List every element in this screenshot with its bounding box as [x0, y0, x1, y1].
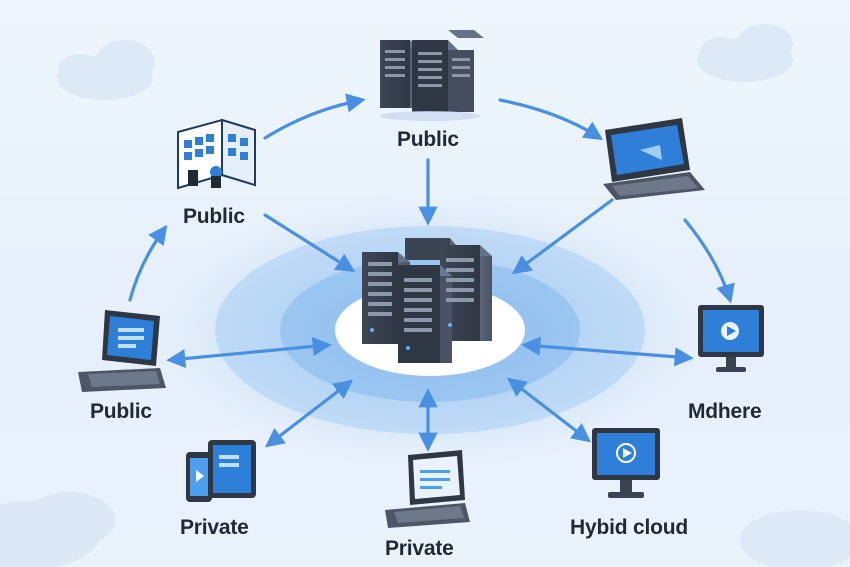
arrow-office-to-hub	[263, 213, 356, 273]
arrow-mobile-hub	[264, 379, 354, 448]
laptop-icon-top-right	[603, 118, 705, 200]
label-top-server: Public	[397, 128, 459, 151]
connection-arrows	[128, 93, 735, 452]
label-laptop-left: Public	[90, 400, 152, 423]
label-mobile: Private	[180, 516, 249, 539]
arrow-laptop-tr-to-monitor	[683, 218, 735, 304]
central-server-cluster-icon	[362, 238, 492, 363]
arrow-top-to-laptop-tr	[498, 98, 604, 141]
office-building-icon	[177, 118, 256, 190]
label-monitor-bottom-right: Hybid cloud	[570, 516, 688, 539]
phone-tablet-icon	[186, 440, 256, 502]
arrow-monitor-br-hub	[506, 377, 592, 443]
server-rack-icon	[380, 30, 484, 121]
background-clouds	[0, 24, 850, 567]
arrow-laptop-left-hub	[166, 336, 332, 369]
monitor-icon-bottom-right	[592, 428, 660, 498]
monitor-icon-right	[698, 305, 764, 372]
arrow-office-to-top	[263, 93, 366, 140]
label-laptop-bottom: Private	[385, 537, 454, 560]
label-office: Public	[183, 205, 245, 228]
arrow-laptop-tr-to-hub	[511, 198, 614, 275]
laptop-icon-bottom	[385, 450, 470, 528]
laptop-icon-left	[78, 310, 166, 392]
label-monitor-right: Mdhere	[688, 400, 762, 423]
arrow-monitor-hub	[521, 336, 694, 367]
arrow-laptop-left-to-office	[128, 224, 168, 302]
